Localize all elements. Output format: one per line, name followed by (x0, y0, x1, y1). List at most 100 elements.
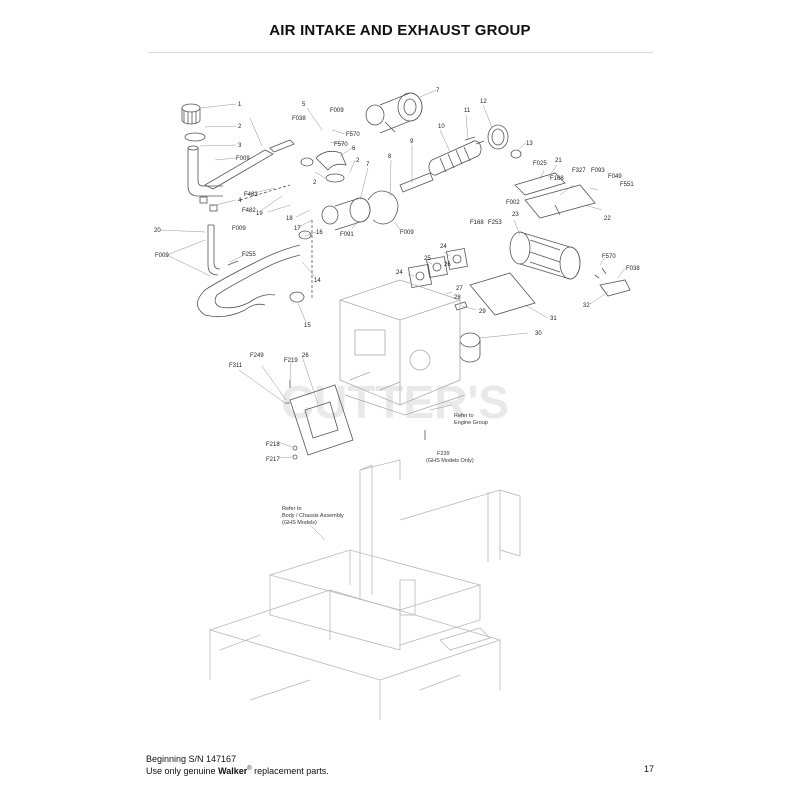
callout: 27 (456, 286, 463, 292)
callout: 24 (396, 270, 403, 276)
callout: 31 (550, 316, 557, 322)
callout: 2 (238, 124, 242, 130)
callout: 15 (304, 323, 311, 329)
callout: 26 (302, 353, 309, 359)
callout: F311 (229, 363, 243, 369)
callout: 22 (604, 216, 611, 222)
callout: 26 (444, 262, 451, 268)
muffler-bracket-22 (524, 184, 596, 219)
chassis-frame (208, 459, 521, 720)
tailpipe (599, 279, 631, 297)
ghs-only-note-line1: F239 (437, 451, 450, 457)
callout: F551 (620, 182, 634, 188)
callout: 2 (313, 180, 317, 186)
callout: 32 (583, 303, 590, 309)
callout: 10 (438, 124, 445, 130)
callout: F009 (330, 108, 344, 114)
callout: F009 (236, 156, 250, 162)
gasket-24 (407, 263, 433, 289)
callout: 12 (480, 99, 487, 105)
callout: 9 (410, 139, 414, 145)
chassis-ref-note-line2: Body / Chassis Assembly (282, 513, 344, 519)
callout: 28 (454, 295, 461, 301)
callout: F218 (266, 442, 280, 448)
callout: F091 (340, 232, 354, 238)
callout: 5 (302, 102, 306, 108)
air-cleaner-lower (321, 197, 371, 231)
callout: 21 (555, 158, 562, 164)
callout: 2 (356, 158, 360, 164)
ghs-only-note-line2: (GHS Models Only) (426, 458, 474, 464)
callout: 1 (238, 102, 242, 108)
registered-mark: ® (247, 766, 252, 772)
callout: 24 (440, 244, 447, 250)
callout-labels: 1 2 3 F009 4 F483 F482 19 18 17 16 20 F0… (154, 88, 640, 463)
callout: F168 (550, 176, 564, 182)
muffler (509, 231, 581, 280)
callout: F038 (292, 116, 306, 122)
heat-shield (469, 272, 536, 316)
reference-notes: Refer to Engine Group F239 (GHS Models O… (282, 413, 488, 526)
rubber-elbow (315, 150, 347, 171)
callout: 11 (464, 108, 471, 114)
callout: 13 (526, 141, 533, 147)
callout: F482 (242, 208, 256, 214)
intake-cap (181, 103, 201, 125)
callout: 23 (512, 212, 519, 218)
callout: 14 (314, 278, 321, 284)
callout: F217 (266, 457, 280, 463)
callout: 20 (154, 228, 161, 234)
callout: F570 (602, 254, 616, 260)
callout: 8 (388, 154, 392, 160)
parts-suffix: replacement parts. (251, 766, 329, 776)
callout: 19 (256, 211, 263, 217)
engine-ref-note-line2: Engine Group (454, 420, 488, 426)
muffler-bracket-21 (514, 172, 566, 196)
gasket-25 (426, 256, 448, 278)
footer: Beginning S/N 147167 Use only genuine Wa… (146, 754, 329, 776)
valve-13 (510, 149, 522, 159)
title-rule (148, 52, 653, 53)
callout: F327 (572, 168, 586, 174)
callout: 17 (294, 226, 301, 232)
chassis-ref-note-line3: (GHS Models) (282, 520, 317, 526)
callout: 25 (424, 256, 431, 262)
callout: 7 (366, 162, 370, 168)
callout: F483 (244, 192, 258, 198)
callout: 16 (316, 230, 323, 236)
intake-tube (187, 148, 223, 197)
filter-element (428, 140, 482, 176)
callout: F009 (155, 253, 169, 259)
mount-bracket (204, 149, 274, 190)
air-cleaner-housing (365, 92, 423, 134)
hardware (227, 260, 607, 460)
secondary-tube (399, 172, 434, 193)
clamp-ring (487, 124, 509, 150)
callout: F255 (242, 252, 256, 258)
callout: F049 (608, 174, 622, 180)
callout: 7 (436, 88, 440, 94)
mounting-band (367, 190, 399, 225)
callout: F249 (250, 353, 264, 359)
callout: F253 (488, 220, 502, 226)
serial-line: Beginning S/N 147167 (146, 754, 237, 764)
hose-clamp-15 (289, 291, 305, 303)
watermark-text: CUTTER'S (281, 376, 509, 428)
callout: 3 (238, 143, 242, 149)
callout: 30 (535, 331, 542, 337)
support-bracket (207, 224, 221, 276)
brand-name: Walker (218, 766, 248, 776)
callout: 6 (352, 146, 356, 152)
intake-baffle (289, 384, 354, 456)
page-number: 17 (644, 764, 655, 774)
callout: F093 (591, 168, 605, 174)
callout: F570 (334, 142, 348, 148)
chassis-ref-note-line1: Refer to (282, 506, 302, 512)
page-title: AIR INTAKE AND EXHAUST GROUP (269, 22, 531, 39)
callout: F025 (533, 161, 547, 167)
callout: F038 (626, 266, 640, 272)
engine-block (339, 279, 466, 416)
parts-prefix: Use only genuine (146, 766, 219, 776)
callout: F219 (284, 358, 298, 364)
